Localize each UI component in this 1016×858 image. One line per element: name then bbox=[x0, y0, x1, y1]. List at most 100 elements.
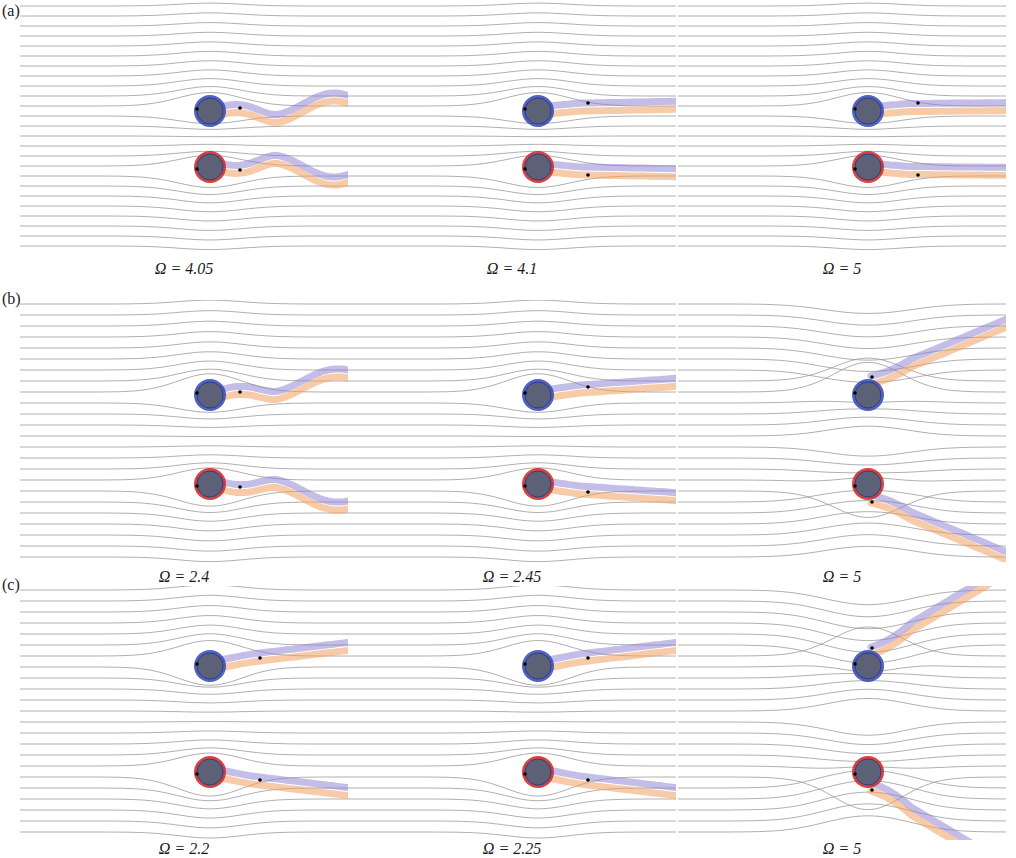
cylinder-rim bbox=[852, 468, 884, 500]
streamline bbox=[348, 832, 676, 838]
streamline bbox=[348, 144, 676, 146]
streamline bbox=[348, 667, 676, 685]
streamline bbox=[20, 70, 348, 76]
stagnation-point bbox=[916, 101, 920, 105]
streamline bbox=[348, 332, 676, 337]
flow-panel bbox=[678, 586, 1006, 840]
streamline bbox=[20, 463, 348, 469]
streamline bbox=[20, 236, 348, 240]
streamline bbox=[678, 13, 1006, 16]
streamline bbox=[348, 186, 676, 195]
cylinder bbox=[855, 154, 881, 180]
streamline bbox=[20, 667, 348, 685]
streamline bbox=[678, 61, 1006, 66]
streamline bbox=[348, 721, 676, 722]
cylinder bbox=[197, 154, 223, 180]
streamline bbox=[20, 403, 348, 412]
streamline bbox=[20, 468, 348, 480]
streamline bbox=[348, 425, 676, 427]
stagnation-point bbox=[238, 168, 242, 172]
streamline bbox=[348, 51, 676, 56]
streamline bbox=[678, 546, 1006, 557]
streamline bbox=[678, 401, 1006, 403]
streamline bbox=[348, 196, 676, 203]
streamline bbox=[678, 770, 1006, 788]
vorticity-wake bbox=[548, 778, 676, 797]
streamline bbox=[348, 246, 676, 250]
cylinder-rim bbox=[194, 468, 226, 500]
streamline bbox=[678, 246, 1006, 250]
streamline bbox=[348, 810, 676, 818]
cylinder bbox=[525, 98, 551, 124]
streamline bbox=[20, 832, 348, 838]
streamline bbox=[20, 606, 348, 612]
streamline bbox=[348, 468, 676, 480]
cylinder-rim bbox=[852, 95, 884, 127]
streamline bbox=[20, 535, 348, 541]
stagnation-point bbox=[195, 107, 199, 111]
streamline bbox=[678, 409, 1006, 414]
stagnation-point bbox=[853, 484, 857, 488]
streamline bbox=[348, 136, 676, 138]
streamline bbox=[678, 417, 1006, 425]
streamline bbox=[20, 352, 348, 359]
streamline bbox=[348, 557, 676, 562]
vorticity-wake bbox=[878, 111, 1006, 115]
streamline bbox=[678, 144, 1006, 146]
stagnation-point bbox=[195, 391, 199, 395]
panel-letter: (a) bbox=[2, 2, 20, 20]
streamline bbox=[678, 426, 1006, 436]
streamline bbox=[348, 524, 676, 531]
streamline bbox=[20, 436, 348, 438]
vorticity-wake bbox=[871, 503, 1006, 562]
streamline bbox=[348, 586, 676, 590]
vorticity-wake bbox=[220, 377, 348, 400]
streamline bbox=[348, 414, 676, 419]
stagnation-point bbox=[853, 391, 857, 395]
streamline bbox=[20, 455, 348, 458]
streamline bbox=[678, 116, 1006, 124]
streamline bbox=[348, 216, 676, 221]
streamline bbox=[20, 51, 348, 56]
streamline bbox=[20, 206, 348, 212]
cylinder bbox=[855, 98, 881, 124]
streamline bbox=[348, 13, 676, 16]
parameter-label: Ω = 2.25 bbox=[483, 840, 541, 858]
streamline bbox=[20, 625, 348, 634]
streamline bbox=[678, 777, 1006, 810]
cylinder-rim bbox=[852, 756, 884, 788]
parameter-label: Ω = 4.05 bbox=[155, 260, 213, 278]
streamline bbox=[20, 513, 348, 521]
streamline bbox=[20, 42, 348, 46]
streamline bbox=[20, 126, 348, 129]
vorticity-wake bbox=[878, 172, 1006, 176]
panel-letter: (c) bbox=[2, 576, 20, 594]
stagnation-point bbox=[586, 101, 590, 105]
streamline bbox=[678, 458, 1006, 465]
stagnation-point bbox=[853, 107, 857, 111]
stagnation-point bbox=[870, 500, 874, 504]
streamline bbox=[20, 23, 348, 26]
vorticity-wake bbox=[548, 164, 676, 169]
stagnation-point bbox=[523, 772, 527, 776]
vorticity-wake bbox=[548, 101, 676, 106]
parameter-label: Ω = 5 bbox=[823, 840, 861, 858]
streamline bbox=[678, 689, 1006, 700]
streamline bbox=[20, 13, 348, 16]
streamline bbox=[20, 731, 348, 733]
streamline bbox=[348, 700, 676, 703]
vorticity-wake bbox=[878, 164, 1006, 168]
vorticity-wake bbox=[220, 163, 348, 185]
streamline bbox=[348, 625, 676, 634]
streamline bbox=[678, 634, 1006, 652]
streamline bbox=[20, 186, 348, 195]
streamline bbox=[20, 32, 348, 36]
streamline bbox=[678, 87, 1006, 96]
parameter-label: Ω = 5 bbox=[823, 260, 861, 278]
stagnation-point bbox=[523, 107, 527, 111]
streamline bbox=[20, 196, 348, 203]
streamline bbox=[348, 87, 676, 96]
streamline bbox=[20, 634, 348, 645]
streamline bbox=[678, 478, 1006, 481]
